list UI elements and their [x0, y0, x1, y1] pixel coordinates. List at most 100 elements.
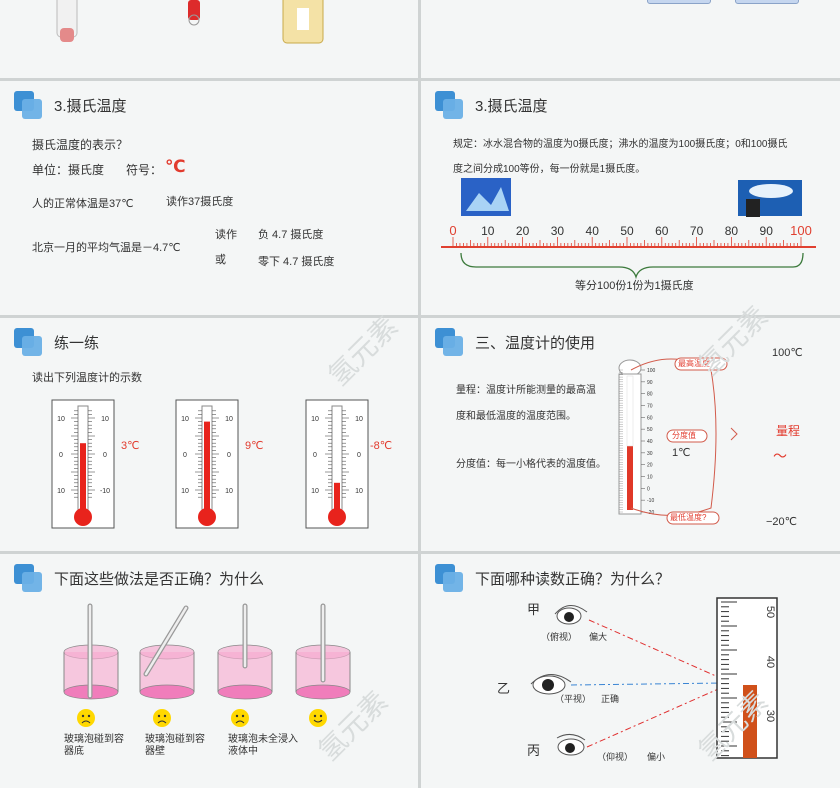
use-scale-label: 0	[647, 486, 650, 492]
range-label: 量程	[776, 424, 801, 438]
scale-label: 10	[481, 224, 495, 238]
practice-scale-label: 0	[59, 452, 63, 459]
jia-view: （俯视）	[541, 632, 578, 642]
scale-label: 60	[655, 224, 669, 238]
practice-scale-label: 10	[57, 416, 65, 423]
angle-scale-label: 50	[764, 606, 776, 618]
body-temp-text: 人的正常体温是37℃	[32, 198, 134, 210]
section-icon	[14, 564, 44, 594]
reading-3: -8℃	[370, 440, 393, 452]
panel-thermometer-use: 三、温度计的使用 量程：温度计所能测量的最高温 度和最低温度的温度范围。 分度值…	[421, 318, 840, 551]
rule-line-1: 规定：冰水混合物的温度为0摄氏度；沸水的温度为100摄氏度；0和100摄氏	[453, 139, 788, 150]
panel-title: 下面哪种读数正确？为什么？	[475, 571, 671, 588]
max-value: 100℃	[772, 347, 803, 359]
practice-side-label: 10	[225, 416, 233, 423]
section-icon	[435, 328, 465, 358]
panel-title: 3.摄氏温度	[475, 98, 548, 115]
sad-face-icon	[77, 709, 95, 727]
use-scale-label: 100	[647, 368, 656, 374]
scale-label: 70	[690, 224, 704, 238]
eye-yi	[530, 674, 572, 695]
practice-side-label: 10	[101, 416, 109, 423]
practice-side-label: 10	[355, 488, 363, 495]
reading-1: 3℃	[121, 440, 140, 452]
tilde: ～	[773, 448, 787, 464]
use-scale-label: -20	[647, 510, 654, 516]
reading-negative: 负 4.7 摄氏度	[258, 229, 324, 241]
practice-scale-label: 0	[313, 452, 317, 459]
scale-label: 20	[516, 224, 530, 238]
callout-division-box	[666, 429, 708, 443]
callout-max-box	[674, 357, 728, 371]
practice-scale-label: 10	[181, 416, 189, 423]
scale-label: 40	[586, 224, 600, 238]
practice-side-label: 10	[225, 488, 233, 495]
symbol-label: 符号：	[126, 163, 163, 177]
sad-face-icon	[153, 709, 171, 727]
rule-line-2: 度之间分成100等份，每一份就是1摄氏度。	[453, 164, 646, 175]
brace-label: 等分100份1份为1摄氏度	[575, 280, 694, 292]
happy-face-icon	[309, 709, 327, 727]
practice-side-label: -10	[100, 488, 110, 495]
caption-3: 玻璃泡未全浸入液体中	[228, 734, 298, 757]
scale-label: 0	[449, 223, 456, 238]
reading-angle-diagram: 50 40 30	[530, 597, 778, 759]
practice-side-label: 0	[227, 452, 231, 459]
boiling-water-image	[738, 180, 802, 217]
min-value: −20℃	[766, 516, 798, 528]
beaker	[63, 603, 119, 700]
use-scale-label: 20	[647, 463, 653, 469]
angle-scale-label: 30	[764, 710, 776, 722]
top-box-left	[647, 0, 711, 4]
bing-result: 偏小	[647, 752, 666, 762]
use-scale-label: 80	[647, 392, 653, 398]
use-scale-label: 90	[647, 380, 653, 386]
panel-correct-usage: 下面这些做法是否正确？为什么 玻璃泡碰到容器底 玻璃泡碰到容器壁 玻璃泡未全浸入…	[0, 554, 418, 788]
sad-face-icon	[231, 709, 249, 727]
use-scale-label: 50	[647, 427, 653, 433]
section-icon	[435, 564, 465, 594]
brace	[460, 252, 804, 280]
use-scale-label: 60	[647, 415, 653, 421]
panel-title: 3.摄氏温度	[54, 98, 127, 115]
scale-label: 100	[790, 223, 812, 238]
callout-min-box	[666, 511, 720, 525]
practice-scale-label: 10	[57, 488, 65, 495]
panel-celsius-definition: 3.摄氏温度 摄氏温度的表示？ 单位：摄氏度 符号： ℃ 人的正常体温是37℃ …	[0, 81, 418, 315]
range-definition-2: 度和最低温度的温度范围。	[456, 411, 576, 422]
beijing-temp-text: 北京一月的平均气温是－4.7℃	[32, 242, 181, 254]
panel-top-left	[0, 0, 418, 78]
scale-label: 80	[725, 224, 739, 238]
panel-celsius-scale: 3.摄氏温度 规定：冰水混合物的温度为0摄氏度；沸水的温度为100摄氏度；0和1…	[421, 81, 840, 315]
label-bing: 丙	[527, 743, 541, 758]
eye-bing	[556, 734, 586, 756]
question-text: 摄氏温度的表示？	[32, 138, 129, 152]
celsius-symbol: ℃	[165, 157, 186, 176]
practice-side-label: 10	[355, 416, 363, 423]
scale-label: 90	[760, 224, 774, 238]
instruction-text: 读出下列温度计的示数	[32, 372, 142, 384]
beaker	[295, 603, 351, 700]
range-definition-1: 量程：温度计所能测量的最高温	[456, 385, 596, 396]
angle-scale-label: 40	[764, 656, 776, 668]
section-icon	[14, 328, 44, 358]
caption-1: 玻璃泡碰到容器底	[64, 734, 124, 757]
top-box-right	[735, 0, 799, 4]
unit-label: 单位：摄氏度	[32, 163, 105, 177]
beaker	[217, 603, 273, 700]
or-label: 或	[215, 254, 226, 266]
scale-label: 30	[551, 224, 565, 238]
practice-scale-label: 10	[311, 416, 319, 423]
panel-top-right	[421, 0, 840, 78]
panel-title: 练一练	[54, 335, 100, 352]
use-scale-label: 70	[647, 404, 653, 410]
bing-view: （仰视）	[597, 752, 634, 762]
callout-max: 最高温度?	[678, 359, 715, 368]
beaker-illustrations	[63, 603, 351, 727]
